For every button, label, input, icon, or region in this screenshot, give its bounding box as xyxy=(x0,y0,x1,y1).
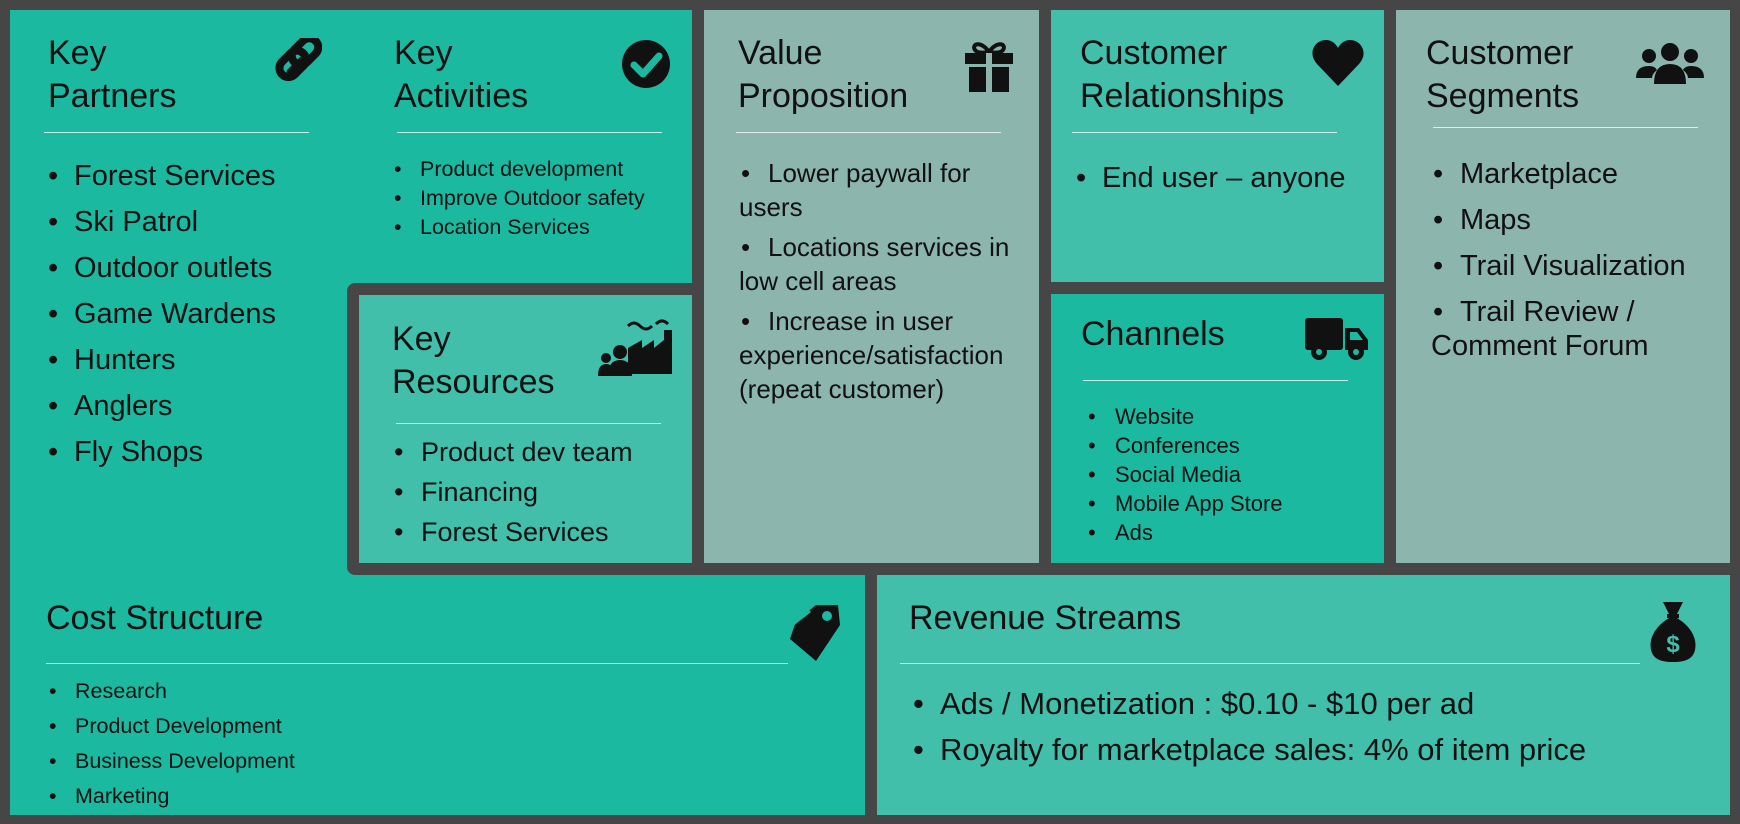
check-circle-icon xyxy=(622,40,670,93)
list-item: Fly Shops xyxy=(45,435,345,469)
revenue-streams-divider xyxy=(900,663,1640,664)
list-item: Outdoor outlets xyxy=(45,251,345,285)
list-item: Hunters xyxy=(45,343,345,377)
revenue-streams-title: Revenue Streams xyxy=(909,599,1182,637)
list-item: Ads / Monetization : $0.10 - $10 per ad xyxy=(910,686,1710,722)
key-partners-list: Forest Services Ski Patrol Outdoor outle… xyxy=(45,159,345,481)
list-item: Location Services xyxy=(392,213,682,242)
key-activities-list: Product development Improve Outdoor safe… xyxy=(392,155,682,242)
customer-segments-divider xyxy=(1433,127,1698,128)
list-item: Locations services in low cell areas xyxy=(739,230,1039,298)
cost-structure-list: Research Product Development Business De… xyxy=(47,674,547,814)
money-bag-icon: $ xyxy=(1649,600,1697,667)
list-item: Mobile App Store xyxy=(1085,489,1375,518)
customer-segments-title: Customer Segments xyxy=(1426,34,1580,115)
key-resources-list: Product dev team Financing Forest Servic… xyxy=(392,436,682,556)
factory-people-icon xyxy=(598,318,674,381)
list-item: Increase in user experience/satisfaction… xyxy=(739,304,1039,406)
customer-relationships-title: Customer Relationships xyxy=(1080,34,1285,115)
customer-relationships-list: End user – anyone xyxy=(1073,161,1383,207)
value-proposition-title: Value Proposition xyxy=(738,34,909,115)
list-item: Product dev team xyxy=(392,436,682,468)
customer-relationships-divider xyxy=(1072,132,1337,133)
list-item: Anglers xyxy=(45,389,345,423)
list-item: Product development xyxy=(392,155,682,184)
list-item: Improve Outdoor safety xyxy=(392,184,682,213)
users-icon xyxy=(1636,42,1704,89)
list-item: Lower paywall for users xyxy=(739,156,1039,224)
list-item: Marketplace xyxy=(1431,157,1726,191)
tag-icon xyxy=(786,603,842,670)
key-activities-title: Key Activities xyxy=(394,34,529,115)
channels-title: Channels xyxy=(1081,315,1225,353)
list-item: Forest Services xyxy=(392,516,682,548)
list-item: Ads xyxy=(1085,518,1375,547)
list-item: Trail Review / Comment Forum xyxy=(1431,295,1726,363)
key-partners-title: Key Partners xyxy=(48,34,177,115)
list-item: End user – anyone xyxy=(1073,161,1383,195)
list-item: Financing xyxy=(392,476,682,508)
svg-text:$: $ xyxy=(1666,631,1680,658)
key-resources-title: Key Resources xyxy=(392,320,555,401)
key-resources-divider xyxy=(396,423,661,424)
link-icon xyxy=(270,34,323,97)
list-item: Conferences xyxy=(1085,431,1375,460)
key-activities-divider xyxy=(397,132,662,133)
channels-divider xyxy=(1083,380,1348,381)
list-item: Ski Patrol xyxy=(45,205,345,239)
cost-structure-title: Cost Structure xyxy=(46,599,264,637)
revenue-streams-list: Ads / Monetization : $0.10 - $10 per ad … xyxy=(910,686,1710,778)
list-item: Trail Visualization xyxy=(1431,249,1726,283)
list-item: Social Media xyxy=(1085,460,1375,489)
customer-segments-panel xyxy=(1396,10,1730,563)
channels-list: Website Conferences Social Media Mobile … xyxy=(1085,402,1375,547)
list-item: Website xyxy=(1085,402,1375,431)
gift-icon xyxy=(963,40,1015,97)
key-partners-divider xyxy=(44,132,309,133)
list-item: Forest Services xyxy=(45,159,345,193)
truck-icon xyxy=(1305,316,1369,367)
list-item: Royalty for marketplace sales: 4% of ite… xyxy=(910,732,1710,768)
customer-segments-list: Marketplace Maps Trail Visualization Tra… xyxy=(1431,157,1726,375)
list-item: Game Wardens xyxy=(45,297,345,331)
list-item: Business Development xyxy=(47,744,547,779)
list-item: Research xyxy=(47,674,547,709)
cost-structure-divider xyxy=(46,663,788,664)
list-item: Marketing xyxy=(47,779,547,814)
heart-icon xyxy=(1312,40,1364,91)
list-item: Maps xyxy=(1431,203,1726,237)
value-proposition-divider xyxy=(736,132,1001,133)
list-item: Product Development xyxy=(47,709,547,744)
value-proposition-list: Lower paywall for users Locations servic… xyxy=(739,156,1039,412)
